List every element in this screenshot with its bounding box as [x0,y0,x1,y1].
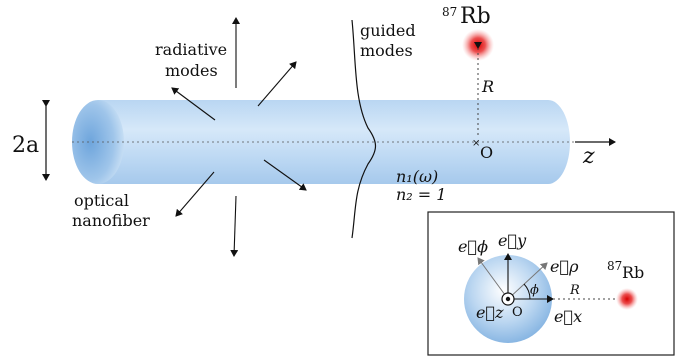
z-axis-label: z [582,144,595,169]
guided-label-line2: modes [360,41,413,60]
radiative-arrow-downright [263,159,307,191]
ez-label: e⃗z [476,303,504,322]
radiative-arrow-upright [257,61,297,107]
rb-mass-number: 87 [442,5,457,19]
fiber-body [98,100,570,184]
guided-label-line1: guided [360,21,416,40]
origin-cross-mark: × [472,138,480,149]
erho-vector [507,262,548,300]
ephi-vector [477,257,509,300]
radiative-arrows [171,17,307,257]
inset-rb-atom [616,288,638,310]
radiative-arrow-upleft [171,87,216,121]
inset-cross-section: e⃗y e⃗ϕ e⃗ρ e⃗x e⃗z ϕ R O 87 Rb [427,211,675,356]
radiative-arrow-down [230,195,239,257]
radiative-arrow-downleft [175,171,215,217]
ex-label: e⃗x [554,307,582,326]
nanofiber-label-line1: optical [74,191,129,210]
refractive-index-n2: n₂ = 1 [396,185,446,204]
distance-label: R [481,77,494,96]
rb-symbol: Rb [460,4,491,29]
ez-dot [505,296,511,302]
diameter-label: 2a [12,133,39,158]
inset-rb-symbol: Rb [622,263,644,282]
refractive-index-n1: n₁(ω) [396,167,438,186]
nanofiber-label-line2: nanofiber [72,211,150,230]
rb-atom [462,29,494,61]
phi-angle-arc [523,283,531,300]
optical-nanofiber [72,100,570,184]
inset-rb-mass-number: 87 [607,259,622,273]
inset-distance-label: R [569,283,580,298]
ey-label: e⃗y [498,231,527,250]
guided-mode-profile [351,19,377,239]
origin-label: O [480,143,493,162]
erho-label: e⃗ρ [550,257,579,276]
phi-label: ϕ [530,283,539,298]
radiative-label-line2: modes [165,61,218,80]
inset-frame [427,211,675,356]
radiative-label-line1: radiative [155,40,227,59]
inset-origin-label: O [512,305,523,320]
ephi-label: e⃗ϕ [458,237,488,256]
